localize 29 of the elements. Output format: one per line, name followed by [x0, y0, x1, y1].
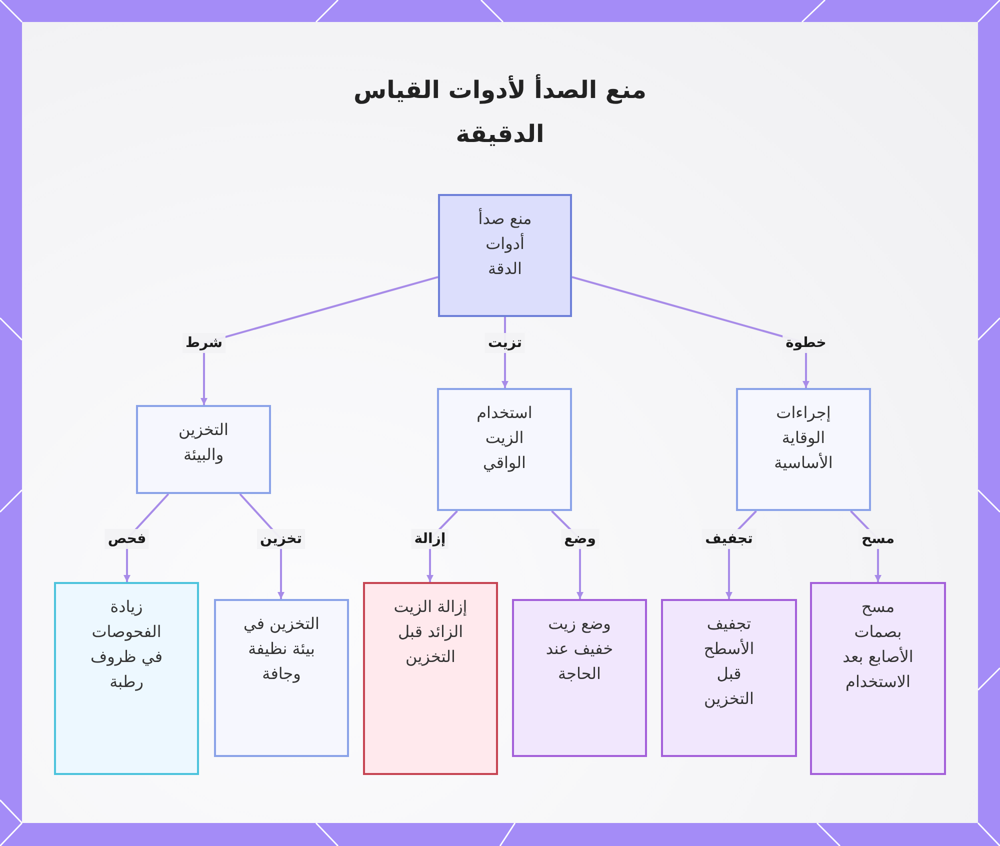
process-box	[54, 582, 199, 775]
node-label: إجراءات الوقاية الأساسية	[773, 402, 834, 474]
node-label: إزالة الزيت الزائد قبل التخزين	[392, 596, 468, 668]
process-box	[363, 582, 498, 775]
diagram-title: منع الصدأ لأدوات القياس الدقيقة	[352, 73, 648, 150]
node-label: التخزين في بيئة نظيفة وجافة	[242, 613, 320, 685]
node-label: التخزين والبيئة	[178, 419, 230, 466]
edge-label: وضع	[561, 529, 599, 549]
process-box	[661, 599, 797, 757]
edge-label: إزالة	[411, 529, 449, 549]
edge-label: شرط	[182, 333, 226, 353]
connector-arrow	[572, 276, 810, 388]
node-label: منع صدأ أدوات الدقة	[477, 207, 533, 280]
process-box	[438, 194, 572, 317]
connector-arrow	[200, 276, 438, 405]
edge-label: تخزين	[257, 529, 305, 549]
edge-label: تزيت	[484, 333, 526, 353]
node-label: زيادة الفحوصات في ظروف رطبة	[90, 596, 164, 693]
process-box	[214, 599, 349, 757]
process-box	[736, 388, 871, 511]
node-label: تجفيف الأسطح قبل التخزين	[702, 613, 756, 710]
node-label: وضع زيت خفيف عند الحاجة	[544, 613, 614, 685]
node-label: استخدام الزيت الواقي	[476, 402, 534, 474]
node-label: مسح بصمات الأصابع بعد الاستخدام	[842, 596, 914, 693]
process-box	[810, 582, 946, 775]
process-box	[136, 405, 271, 494]
process-box	[437, 388, 572, 511]
edge-label: فحص	[104, 529, 150, 549]
process-box	[512, 599, 647, 757]
